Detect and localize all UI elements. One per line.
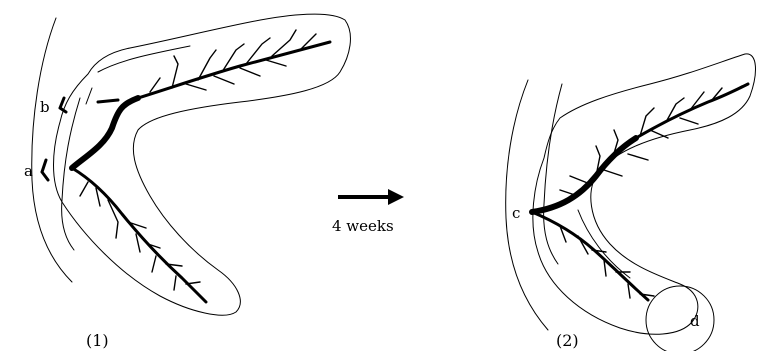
panel1-wall-inner (62, 98, 80, 250)
panel2-region-d (646, 286, 714, 351)
panel1-caption: (1) (86, 331, 109, 350)
panel1-vessel-twigs (80, 30, 316, 290)
panel1-clip-a (42, 160, 48, 180)
panel1-vessel-b-stub (98, 100, 118, 102)
panel-2: c d (2) (506, 54, 756, 351)
panel2-wall-inner (544, 84, 562, 264)
panel1-wall-notch (86, 88, 92, 104)
panel2-label-d: d (690, 312, 700, 330)
panel1-vessel-trunk (72, 98, 138, 168)
panel1-label-b: b (40, 98, 50, 116)
panel2-caption: (2) (556, 331, 579, 350)
arrow-label: 4 weeks (332, 217, 394, 235)
panel2-vessel-lower-main (532, 212, 648, 300)
panel2-label-c: c (512, 204, 520, 222)
panel-1: b a (1) (24, 14, 350, 350)
panel1-label-a: a (24, 162, 33, 180)
panel1-wall-outer (32, 18, 72, 282)
panel1-graft-outline (54, 14, 351, 315)
arrow-head (388, 189, 404, 205)
panel2-vessel-twigs (560, 86, 742, 298)
time-arrow: 4 weeks (332, 189, 404, 235)
panel1-vessel-lower-main (72, 168, 206, 302)
